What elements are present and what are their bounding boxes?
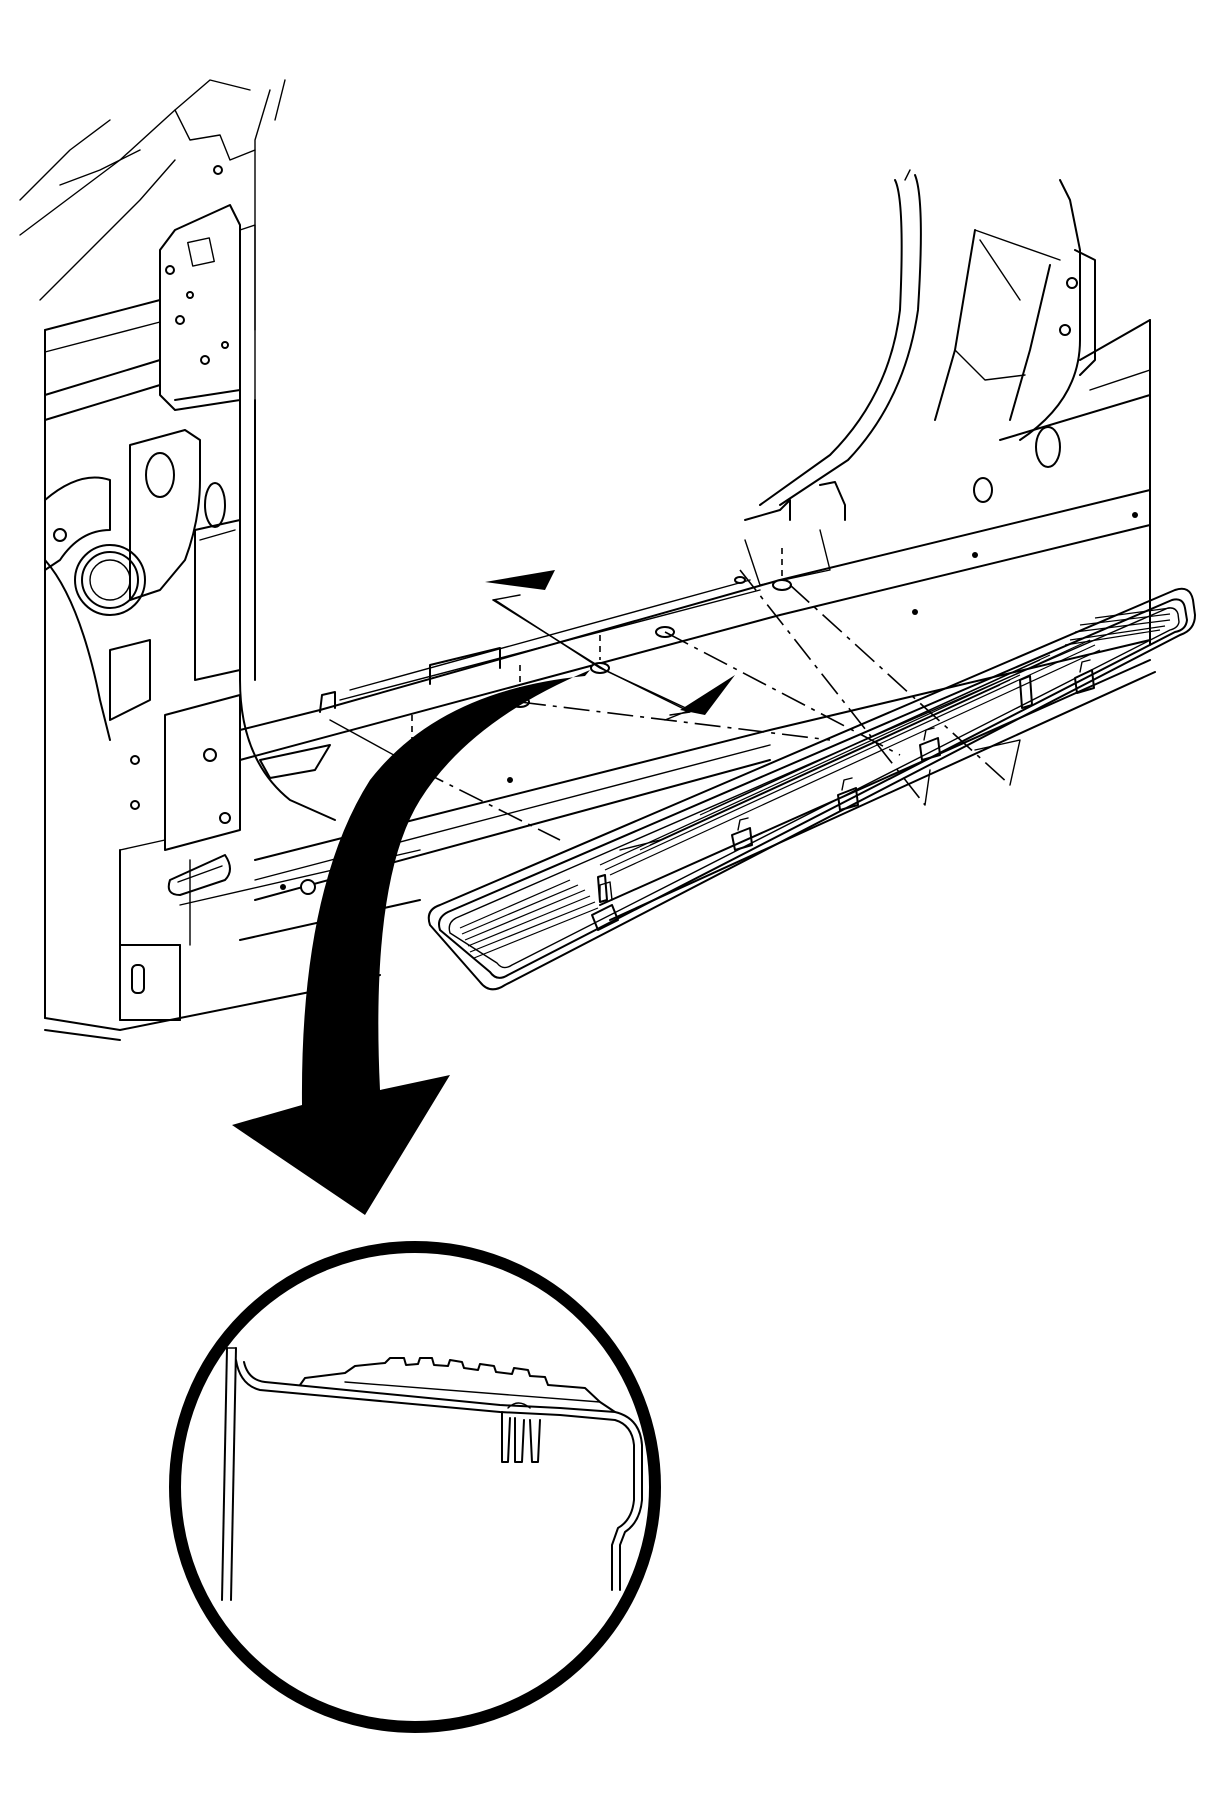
push-clip-icon	[731, 817, 753, 851]
detail-section-view	[169, 1241, 661, 1733]
install-guide-lines	[329, 548, 1021, 841]
arrow-left-icon	[485, 570, 555, 590]
view-direction-arrow	[232, 670, 590, 1215]
push-clip-icon	[1074, 659, 1095, 694]
sill-plate-underside	[599, 639, 1156, 921]
curved-arrow-icon	[232, 670, 590, 1215]
retaining-clips	[591, 659, 1095, 931]
arrow-right-icon	[680, 675, 735, 715]
push-clip-icon	[597, 874, 608, 903]
push-clip-icon	[591, 881, 619, 931]
magnifier-circle-icon	[169, 1241, 661, 1733]
body-side-structure	[19, 79, 1151, 1041]
sill-plate-cross-section	[221, 1347, 643, 1601]
push-clip-icon	[919, 727, 941, 761]
sill-plate-ribs-right	[1064, 607, 1171, 646]
direction-arrows	[485, 570, 735, 715]
push-clip-icon	[837, 777, 859, 811]
sill-plate-ribs-left	[459, 879, 599, 959]
push-clip-icon	[1019, 675, 1033, 709]
door-sill-plate	[427, 587, 1196, 991]
